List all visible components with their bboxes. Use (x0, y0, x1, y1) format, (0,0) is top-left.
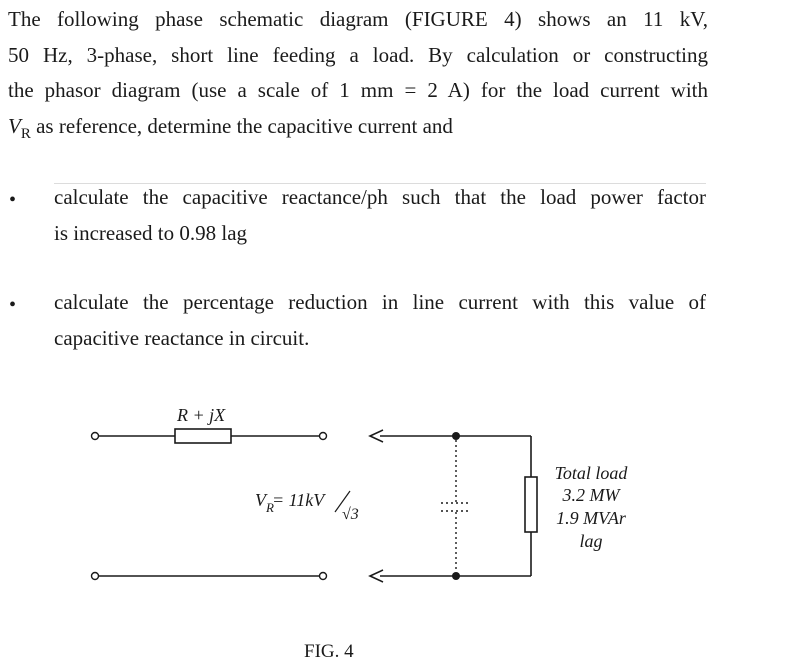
fraction-slash (334, 490, 351, 513)
load-line-4: lag (579, 531, 602, 551)
question-line-1: The following phase schematic diagram (F… (8, 7, 708, 31)
bullet-marker-1: • (9, 189, 17, 211)
vr-label-subscript: R (265, 500, 274, 515)
impedance-resistor (174, 428, 232, 444)
impedance-label: R + jX (176, 405, 226, 425)
bullet-item-1: calculate the capacitive reactance/ph su… (54, 180, 706, 251)
load-line-1: Total load (555, 463, 629, 483)
current-arrow-bottom (368, 569, 384, 583)
terminal-sending-top (90, 431, 100, 441)
terminal-receiving-bottom (318, 571, 328, 581)
load-resistor (524, 476, 538, 533)
divider (54, 183, 706, 184)
vr-symbol: VR (8, 113, 31, 142)
junction-bottom (452, 572, 460, 580)
question-line-4: VR as reference, determine the capacitiv… (8, 113, 453, 142)
terminal-sending-bottom (90, 571, 100, 581)
vr-label-v: V (255, 490, 268, 510)
bullet-2-line-2: capacitive reactance in circuit. (54, 325, 310, 350)
question-line-3: the phasor diagram (use a scale of 1 mm … (8, 78, 708, 102)
bullet-1-line-1: calculate the capacitive reactance/ph su… (54, 185, 706, 209)
question-paragraph: The following phase schematic diagram (F… (8, 2, 708, 152)
question-line-2: 50 Hz, 3-phase, short line feeding a loa… (8, 42, 708, 67)
load-line-2: 3.2 MW (562, 485, 622, 505)
junction-top (452, 432, 460, 440)
load-line-3: 1.9 MVAr (556, 508, 627, 528)
bullet-marker-2: • (9, 294, 17, 316)
load-description: Total load 3.2 MW 1.9 MVAr lag (555, 463, 629, 551)
vr-label-value: = 11kV (272, 490, 326, 510)
vr-label-root: √3 (342, 506, 359, 523)
vr-label: V R = 11kV √3 (255, 490, 359, 523)
bullet-2-line-1: calculate the percentage reduction in li… (54, 290, 706, 314)
terminal-receiving-top (318, 431, 328, 441)
bullet-item-2: calculate the percentage reduction in li… (54, 285, 706, 356)
bullet-1-line-2: is increased to 0.98 lag (54, 220, 248, 245)
current-arrow-top (368, 429, 384, 443)
figure-caption: FIG. 4 (304, 641, 354, 662)
